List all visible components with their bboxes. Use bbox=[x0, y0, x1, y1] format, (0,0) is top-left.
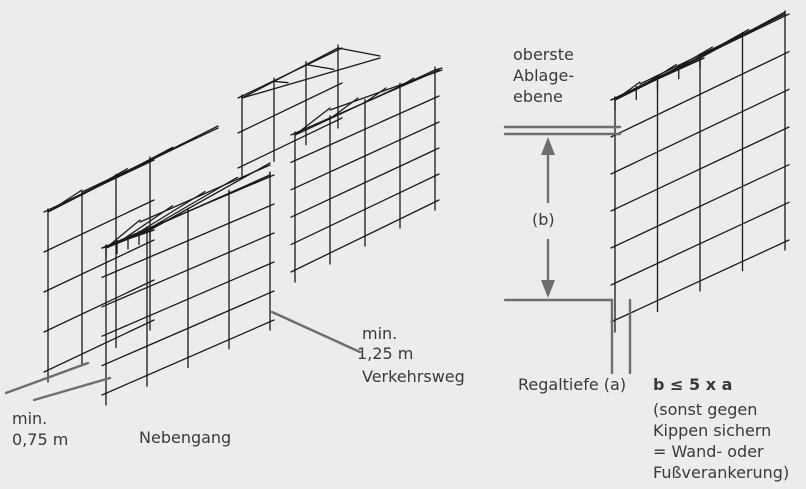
left-aisle-label: min. 0,75 m bbox=[12, 408, 68, 450]
rack-single-top bbox=[610, 11, 786, 111]
top-level-line2: Ablage- bbox=[513, 66, 575, 85]
main-aisle-leader bbox=[270, 310, 362, 354]
top-level-line3: ebene bbox=[513, 87, 563, 106]
rack-front-left bbox=[101, 171, 275, 406]
rack-back-left bbox=[43, 125, 219, 383]
arrow-down-icon bbox=[541, 280, 555, 298]
rule-note-line3: = Wand- oder bbox=[653, 442, 764, 461]
height-b-label: (b) bbox=[532, 210, 555, 229]
rule-note-line4: Fußverankerung) bbox=[653, 463, 790, 482]
main-aisle-min: min. bbox=[362, 324, 398, 343]
rack-front-left-top bbox=[101, 162, 271, 259]
rack-front-right bbox=[290, 66, 443, 283]
rack-depth-label: Regaltiefe (a) bbox=[518, 375, 627, 394]
left-aisle-min: min. bbox=[12, 409, 48, 428]
rule-note-line1: (sonst gegen bbox=[653, 400, 758, 419]
left-aisle-leader-2 bbox=[32, 376, 112, 402]
main-aisle-name: Verkehrsweg bbox=[362, 367, 465, 386]
rule-formula: b ≤ 5 x a bbox=[653, 375, 733, 394]
arrow-up-icon bbox=[541, 137, 555, 155]
main-aisle-width: 1,25 m bbox=[357, 344, 414, 363]
top-level-line1: oberste bbox=[513, 45, 574, 64]
top-level-label: oberste Ablage- ebene bbox=[513, 44, 574, 107]
left-aisle-width: 0,75 m bbox=[12, 430, 69, 449]
side-aisle-label: Nebengang bbox=[139, 428, 232, 447]
rack-back-right bbox=[237, 44, 381, 179]
rule-note: (sonst gegen Kippen sichern = Wand- oder… bbox=[653, 399, 789, 483]
rule-note-line2: Kippen sichern bbox=[653, 421, 772, 440]
left-aisle-leader-1 bbox=[4, 361, 90, 395]
